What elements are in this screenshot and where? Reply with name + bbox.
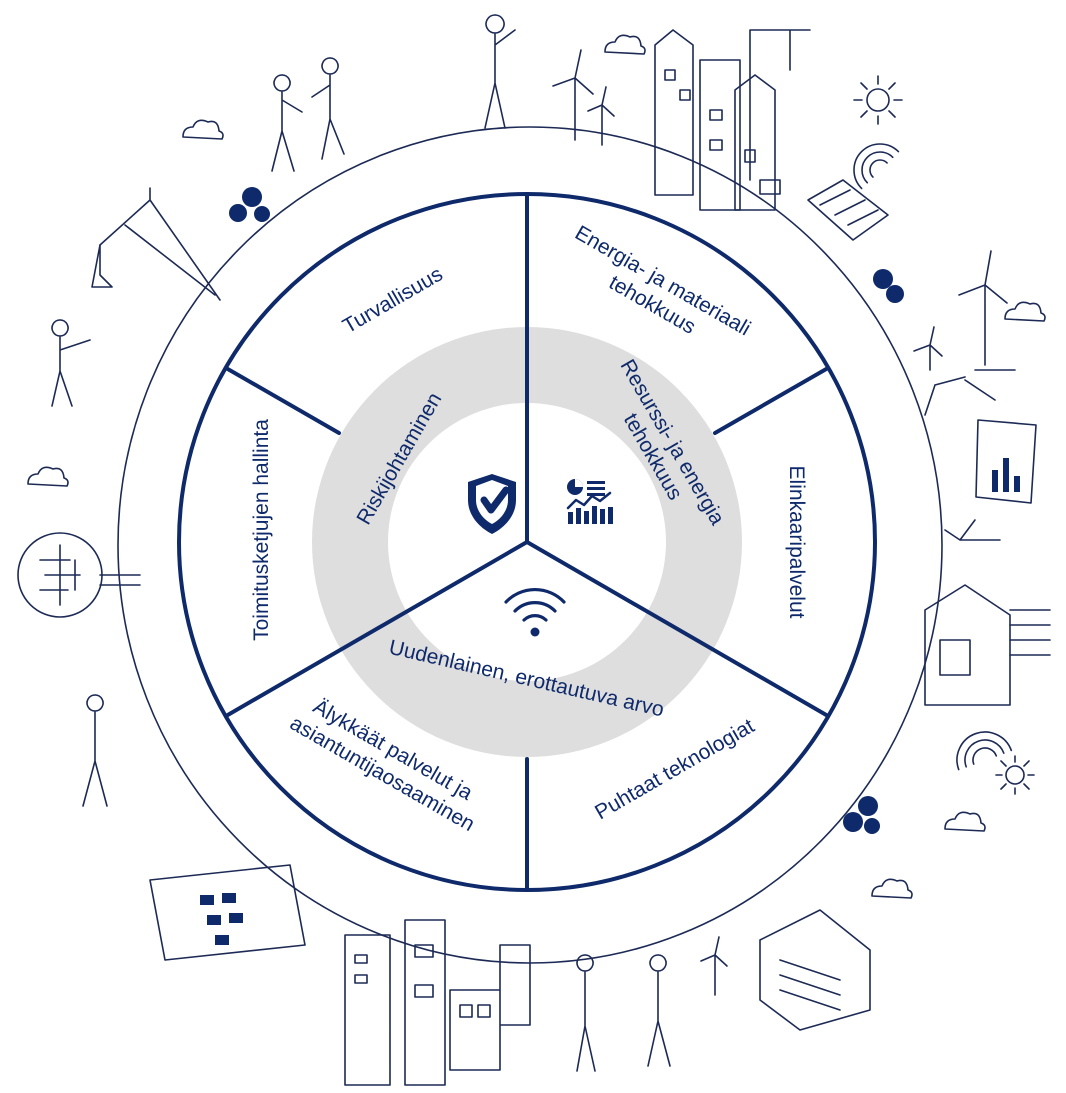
circuit-tree-sketch [17, 532, 141, 618]
segment-label-toimitusketjujen: Toimitusketjujen hallinta [250, 419, 273, 641]
wind-turbine-icon [587, 86, 615, 146]
world-illustration [17, 14, 1051, 1086]
segment-label-elinkaaripalvelut: Elinkaaripalvelut [785, 466, 808, 619]
wind-turbine-icon [958, 250, 1008, 366]
tree-icon [229, 187, 270, 222]
cloud-icon [1004, 301, 1046, 322]
signal-waves-icon [956, 731, 1013, 771]
tree-icon [873, 269, 904, 303]
wheel: Turvallisuus Energia- ja materiaali teho… [177, 192, 877, 892]
divider-upper-left-outer [224, 366, 341, 435]
bottom-buildings-sketch [344, 919, 531, 1086]
cloud-icon [182, 119, 224, 140]
buildings-sketch [654, 29, 811, 211]
crane-sketch [91, 187, 221, 301]
signal-waves-icon [853, 143, 900, 190]
shield-check-icon [468, 474, 516, 534]
cloud-icon [944, 811, 986, 832]
house-sketch [759, 909, 871, 1031]
wind-turbine-icon [552, 49, 594, 141]
divider-lower-right [525, 540, 830, 718]
cloud-icon [871, 878, 913, 899]
divider-lower-left [224, 540, 529, 718]
divider-lines [224, 192, 830, 892]
wind-turbine-icon [913, 326, 943, 371]
sun-icon [853, 75, 903, 125]
tree-icon [843, 796, 880, 834]
cloud-icon [604, 34, 646, 55]
sun-icon [995, 755, 1035, 795]
chart-analytics-icon [566, 479, 613, 524]
people-sketch [51, 14, 1016, 1072]
tablet-sketch [149, 864, 306, 961]
house-sketch [924, 584, 1051, 706]
cloud-icon [27, 466, 69, 487]
wifi-signal-icon [504, 588, 566, 637]
chart-board-sketch [975, 419, 1037, 504]
divider-upper-right-outer [713, 366, 830, 435]
wind-turbine-icon [700, 936, 728, 996]
solar-panel-sketch [807, 179, 889, 241]
